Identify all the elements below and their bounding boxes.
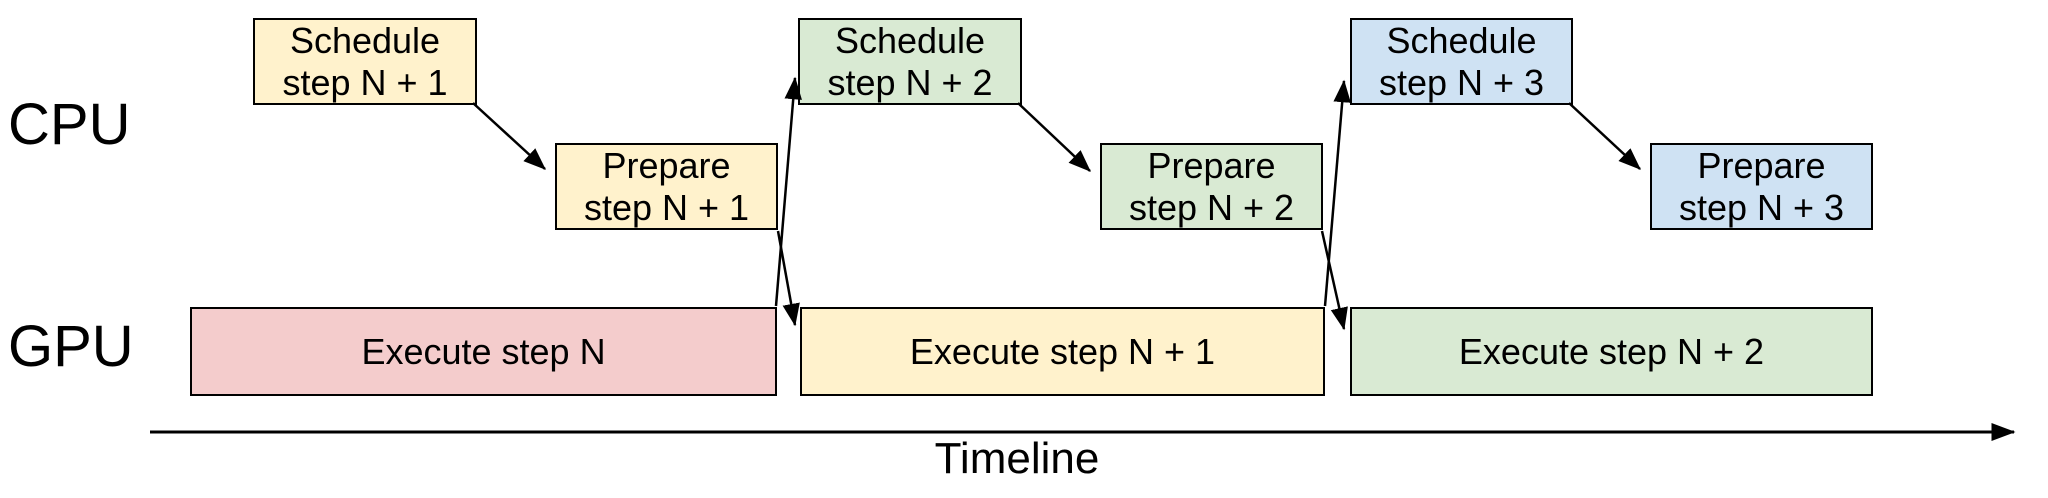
box-prepare-step-n2: Prepare step N + 2 — [1100, 143, 1323, 230]
arrow-schedule-n2-to-prepare-n2 — [1017, 102, 1091, 172]
box-schedule-step-n2-label: Schedule step N + 2 — [827, 19, 993, 103]
arrow-prepare-n1-to-execute-n1 — [776, 230, 800, 327]
box-schedule-step-n3-label: Schedule step N + 3 — [1378, 19, 1545, 103]
box-prepare-step-n3: Prepare step N + 3 — [1650, 143, 1873, 230]
box-prepare-step-n2-label: Prepare step N + 2 — [1128, 144, 1295, 228]
box-schedule-step-n1-label: Schedule step N + 1 — [282, 19, 448, 103]
gpu-row-label: GPU — [8, 314, 134, 379]
box-schedule-step-n1: Schedule step N + 1 — [253, 18, 477, 105]
box-prepare-step-n1: Prepare step N + 1 — [555, 143, 778, 230]
arrow-prepare-n2-to-execute-n2 — [1320, 230, 1348, 331]
arrow-schedule-n3-to-prepare-n3 — [1568, 102, 1641, 170]
box-prepare-step-n3-label: Prepare step N + 3 — [1678, 144, 1845, 228]
box-execute-step-n1: Execute step N + 1 — [800, 307, 1325, 396]
timeline-axis-label: Timeline — [934, 434, 1100, 483]
arrow-execute-n1-to-schedule-n3 — [1323, 79, 1351, 307]
box-execute-step-n: Execute step N — [190, 307, 777, 396]
box-prepare-step-n1-label: Prepare step N + 1 — [583, 144, 750, 228]
box-schedule-step-n3: Schedule step N + 3 — [1350, 18, 1573, 105]
box-execute-step-n1-label: Execute step N + 1 — [909, 330, 1216, 372]
cpu-row-label: CPU — [8, 92, 131, 157]
arrow-schedule-n1-to-prepare-n1 — [472, 102, 546, 170]
box-schedule-step-n2: Schedule step N + 2 — [798, 18, 1022, 105]
box-execute-step-n2: Execute step N + 2 — [1350, 307, 1873, 396]
arrow-execute-n-to-schedule-n2 — [774, 76, 802, 307]
box-execute-step-n2-label: Execute step N + 2 — [1458, 330, 1765, 372]
box-execute-step-n-label: Execute step N — [361, 330, 606, 372]
